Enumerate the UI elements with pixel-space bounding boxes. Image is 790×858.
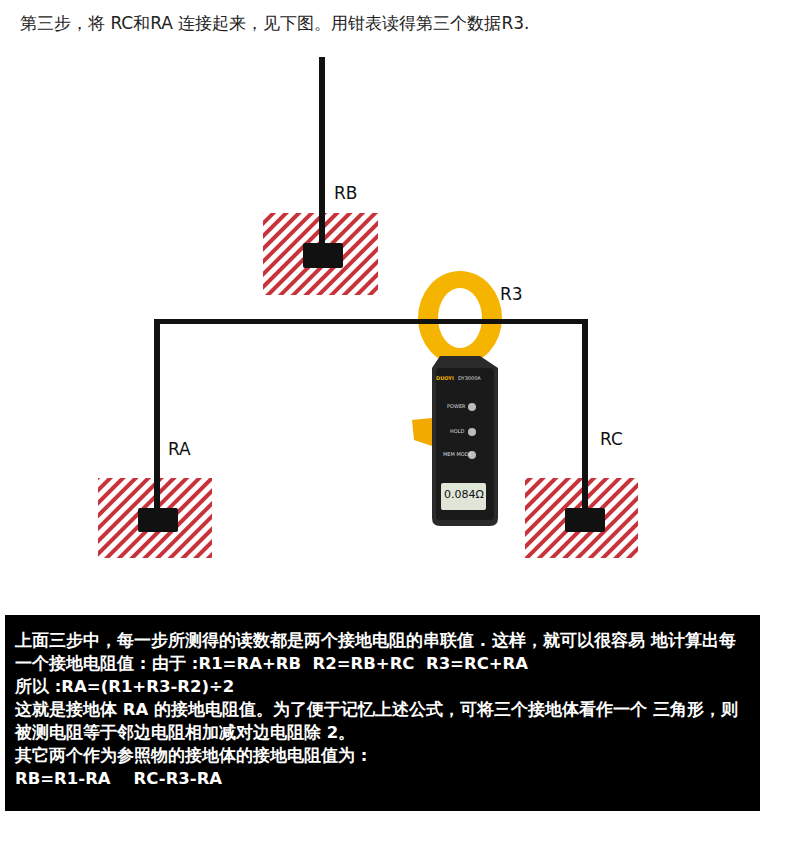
connecting-wire — [154, 319, 588, 324]
electrode-label: RB — [334, 184, 357, 203]
explanation-text: 所以 :RA=(R1+R3-R2)÷2 — [15, 675, 750, 698]
lcd-reading: 0.084Ω — [444, 489, 484, 501]
model-number: DY3000A — [458, 376, 481, 382]
reading-label: R3 — [500, 285, 523, 304]
electrode — [138, 508, 178, 532]
clamp-meter — [412, 271, 502, 526]
ground-rod — [154, 320, 160, 512]
electrode-label: RA — [168, 440, 191, 459]
soil-zone — [525, 478, 638, 558]
button-label: POWER — [447, 404, 466, 410]
electrode — [303, 243, 343, 268]
brand-mark: DUOYI — [436, 376, 454, 382]
step-title: 第三步，将 RC和RA 连接起来，见下图。用钳表读得第三个数据R3. — [20, 12, 529, 35]
button-label: MEM MODE — [443, 452, 472, 458]
explanation-text: 其它两个作为参照物的接地体的接地电阻值为 : — [15, 744, 750, 767]
electrode-label: RC — [600, 430, 623, 449]
button-label: HOLD — [450, 429, 464, 435]
ground-rod — [319, 57, 325, 247]
explanation-text: RB=R1-RA RC-R3-RA — [15, 767, 750, 790]
ground-rod — [582, 320, 588, 512]
explanation-text: 上面三步中，每一步所测得的读数都是两个接地电阻的串联值 . 这样，就可以很容易 … — [15, 629, 750, 675]
explanation-panel: 上面三步中，每一步所测得的读数都是两个接地电阻的串联值 . 这样，就可以很容易 … — [5, 615, 760, 811]
explanation-text: 这就是接地体 RA 的接地电阻值。为了便于记忆上述公式，可将三个接地体看作一个 … — [15, 698, 750, 744]
electrode — [565, 508, 605, 532]
